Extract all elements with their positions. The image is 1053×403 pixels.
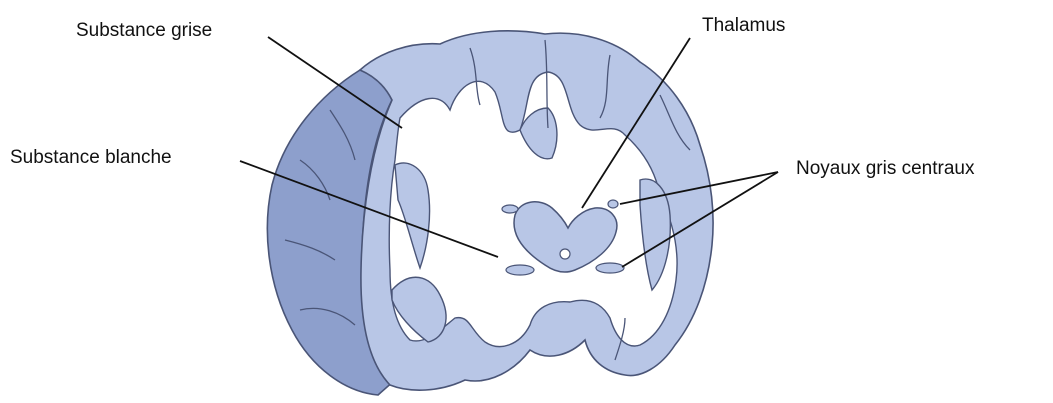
- nucleus-small-right: [608, 200, 618, 208]
- third-ventricle: [560, 249, 570, 259]
- nucleus-lower-right: [596, 263, 624, 273]
- label-thalamus: Thalamus: [702, 16, 785, 35]
- nucleus-small-left: [502, 205, 518, 213]
- nucleus-lower-left: [506, 265, 534, 275]
- label-substance-grise: Substance grise: [76, 21, 212, 40]
- label-substance-blanche: Substance blanche: [10, 148, 172, 167]
- label-noyaux-gris-centraux: Noyaux gris centraux: [796, 159, 974, 178]
